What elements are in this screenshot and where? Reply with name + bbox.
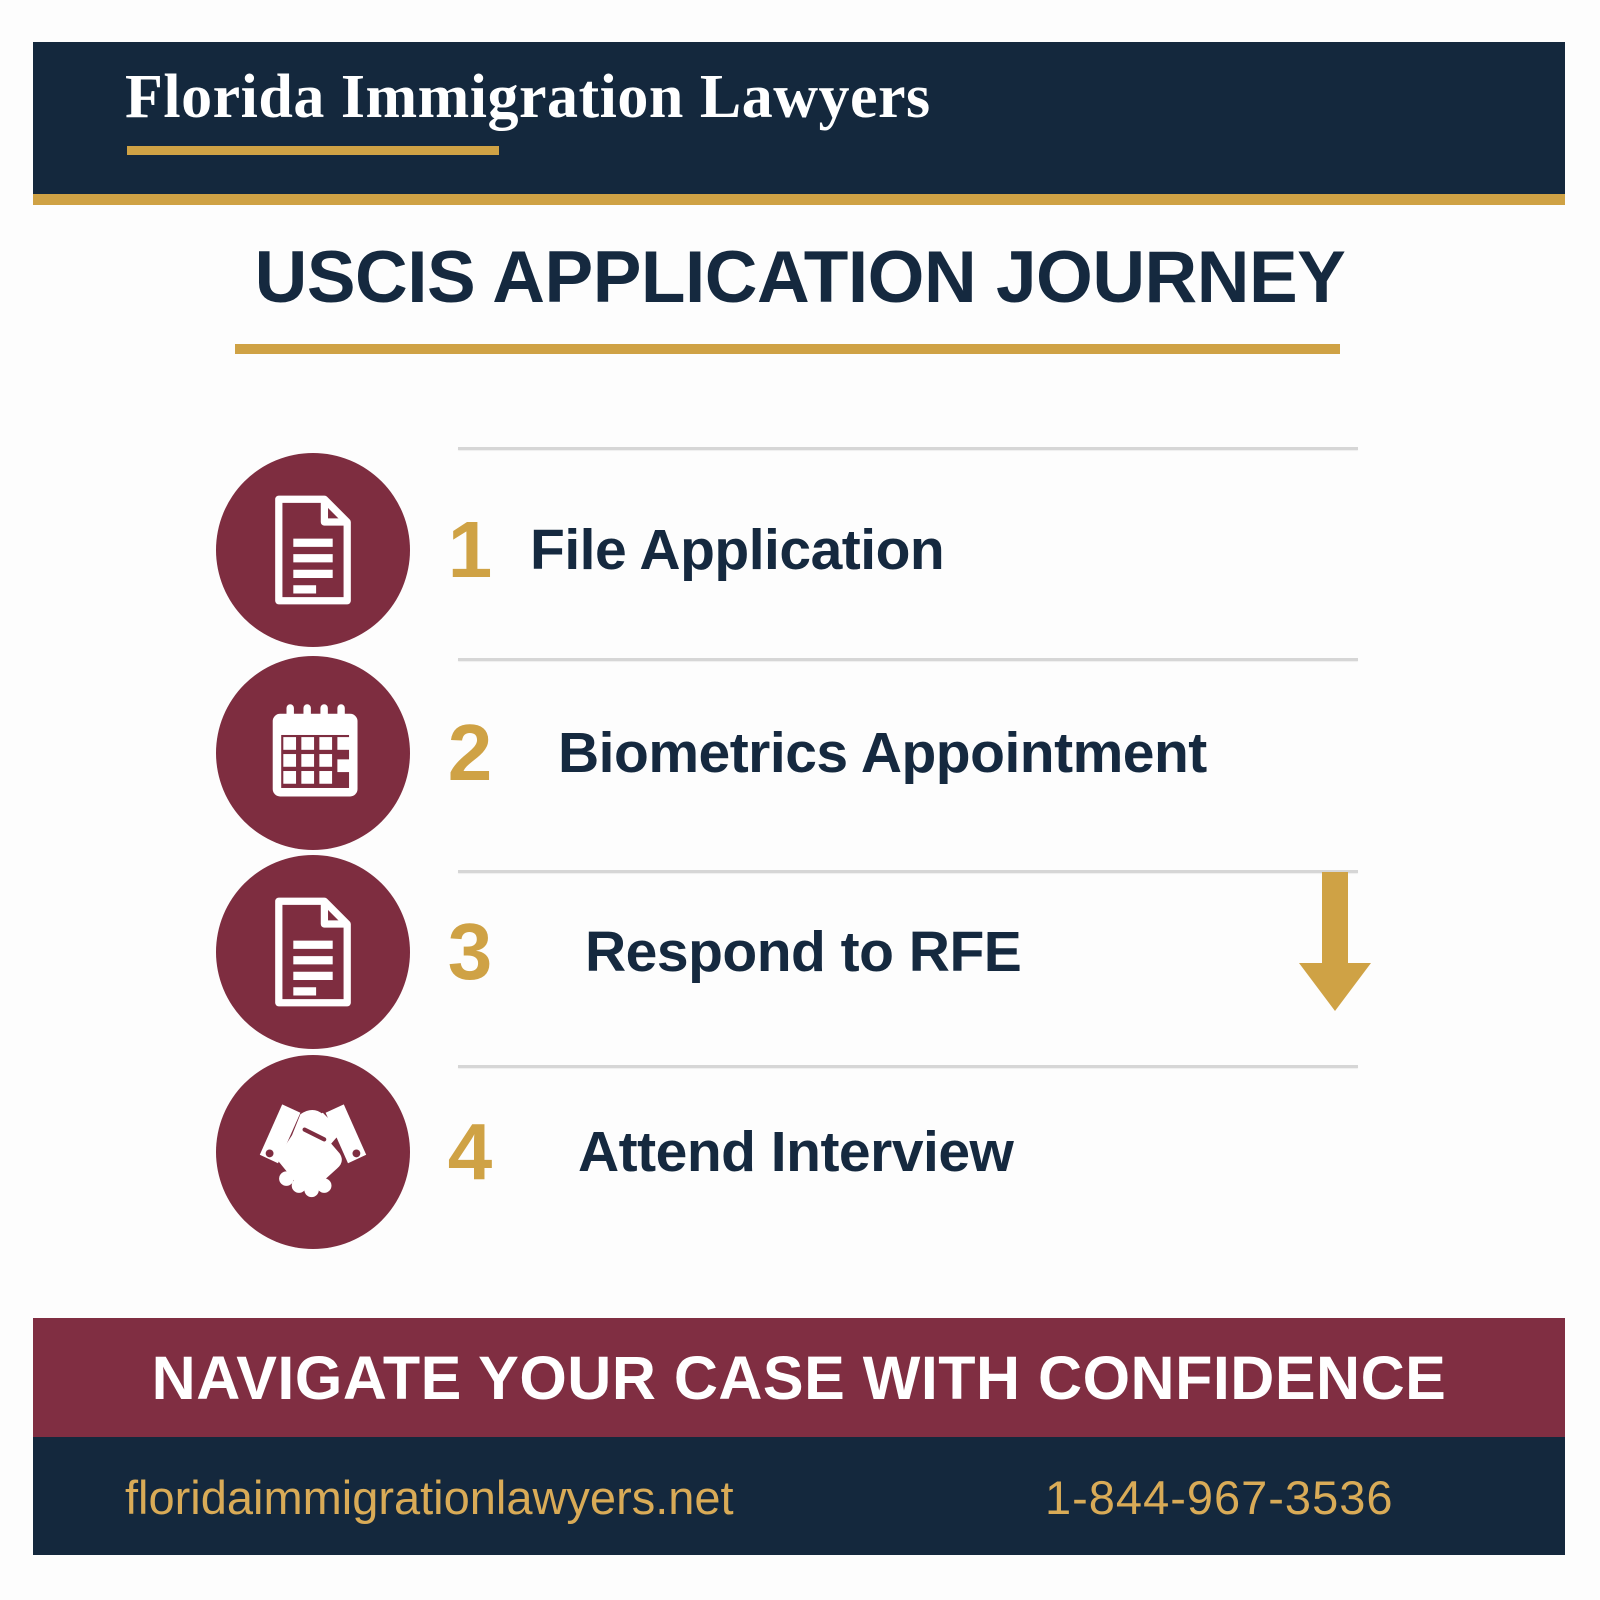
title-divider — [235, 344, 1340, 354]
step-number: 1 — [447, 505, 493, 594]
down-arrow-head — [1299, 963, 1371, 1011]
step-number: 4 — [447, 1107, 493, 1196]
banner-text: NAVIGATE YOUR CASE WITH CONFIDENCE — [151, 1343, 1447, 1412]
calendar-icon — [272, 704, 358, 797]
step-3-circle — [216, 855, 410, 1049]
document-icon — [275, 495, 351, 605]
step-label: Attend Interview — [578, 1120, 1014, 1184]
step-1-circle — [216, 453, 410, 647]
step-separator — [458, 870, 1358, 873]
step-separator — [458, 658, 1358, 661]
header-gold-strip — [33, 194, 1565, 205]
handshake-icon — [259, 1104, 367, 1198]
step-number: 3 — [447, 907, 493, 996]
footer-bar: floridaimmigrationlawyers.net 1-844-967-… — [33, 1437, 1565, 1555]
step-separator — [458, 1065, 1358, 1068]
banner: NAVIGATE YOUR CASE WITH CONFIDENCE — [33, 1318, 1565, 1437]
phone-text: 1-844-967-3536 — [1045, 1471, 1394, 1524]
step-2-circle — [216, 656, 410, 850]
step-label: Biometrics Appointment — [558, 721, 1207, 785]
website-text: floridaimmigrationlawyers.net — [125, 1471, 734, 1524]
down-arrow-shaft — [1322, 872, 1348, 966]
step-label: Respond to RFE — [585, 920, 1022, 984]
header-bar: Florida Immigration Lawyers — [33, 42, 1565, 194]
page-title: USCIS APPLICATION JOURNEY — [254, 237, 1346, 318]
step-separator — [458, 447, 1358, 450]
brand-name: Florida Immigration Lawyers — [125, 63, 931, 131]
step-number: 2 — [447, 708, 493, 797]
step-4-circle — [216, 1055, 410, 1249]
step-label: File Application — [530, 518, 945, 582]
document-icon — [275, 897, 351, 1007]
brand-underline — [127, 146, 499, 155]
